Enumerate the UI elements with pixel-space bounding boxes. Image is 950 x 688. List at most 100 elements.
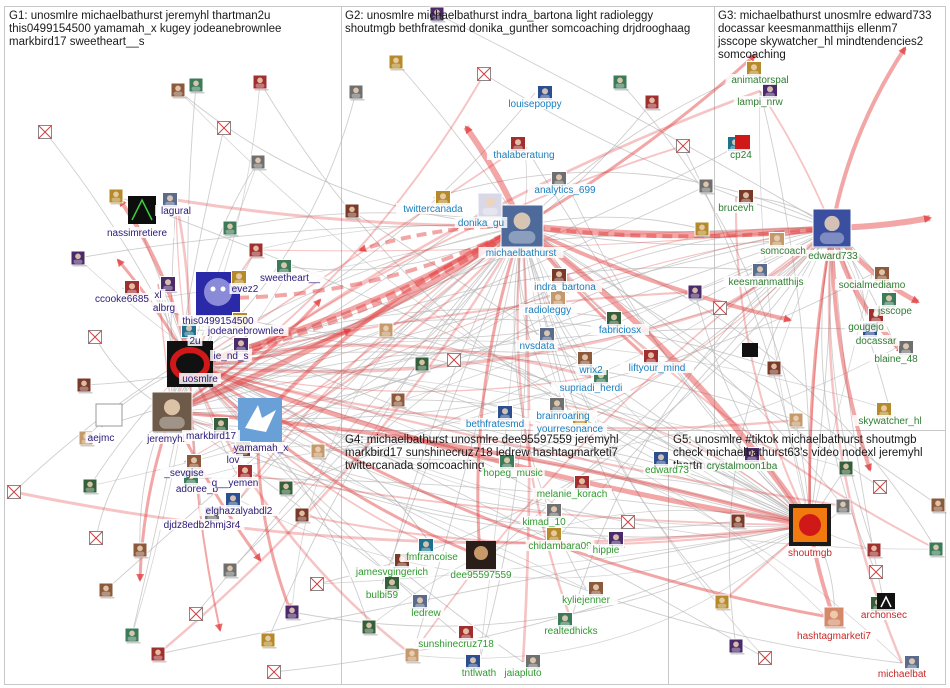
missing-image-node[interactable] (7, 485, 21, 499)
node-avatar[interactable] (108, 188, 125, 205)
missing-image-node[interactable] (89, 531, 103, 545)
node-avatar[interactable] (698, 178, 715, 195)
missing-image-node[interactable] (477, 67, 491, 81)
svg-text:kimad_10: kimad_10 (522, 517, 566, 528)
node-avatar[interactable] (928, 541, 945, 558)
node-label: cp24 (728, 149, 754, 161)
node-avatar[interactable] (250, 154, 267, 171)
node-avatar[interactable] (70, 250, 87, 267)
node-avatar[interactable] (188, 77, 205, 94)
node-label: fmfrancoise (400, 551, 464, 563)
svg-text:aejmc: aejmc (88, 433, 115, 444)
missing-image-node[interactable] (310, 577, 324, 591)
svg-text:jamesvgingerich: jamesvgingerich (355, 567, 428, 578)
node-avatar[interactable] (98, 582, 115, 599)
node-avatar[interactable] (728, 638, 745, 655)
edge (170, 223, 524, 415)
missing-image-node[interactable] (88, 330, 102, 344)
node-aejmc[interactable] (95, 403, 123, 427)
node-avatar[interactable] (132, 542, 149, 559)
node-avatar[interactable] (260, 632, 277, 649)
node-avatar[interactable] (404, 647, 421, 664)
edge (170, 185, 707, 414)
node-avatar[interactable] (222, 220, 239, 237)
svg-text:cp24: cp24 (730, 150, 752, 161)
node-avatar[interactable] (644, 94, 661, 111)
node-label: ie_nd_s (210, 350, 252, 362)
node-avatar[interactable] (574, 475, 592, 493)
node-donika-gu[interactable] (477, 192, 504, 219)
svg-text:xl: xl (154, 290, 161, 301)
node-avatar[interactable] (284, 604, 301, 621)
missing-image-node[interactable] (758, 651, 772, 665)
node-avatar[interactable] (278, 480, 295, 497)
node-avatar[interactable] (687, 284, 704, 301)
edge (808, 227, 833, 543)
node-avatar[interactable] (82, 478, 99, 495)
hub-node-jeremyhl[interactable] (151, 391, 194, 434)
svg-text:q__yemen: q__yemen (212, 478, 259, 489)
node-avatar[interactable] (730, 513, 747, 530)
missing-image-node[interactable] (676, 139, 690, 153)
node-dee95597559[interactable] (466, 541, 496, 571)
node-avatar[interactable] (788, 412, 805, 429)
node-avatar[interactable] (838, 460, 855, 477)
node-avatar[interactable] (344, 203, 361, 220)
node-avatar[interactable] (390, 392, 407, 409)
missing-image-node[interactable] (189, 607, 203, 621)
node-avatar[interactable] (222, 562, 239, 579)
node-avatar[interactable] (124, 627, 141, 644)
hub-node-edward733[interactable] (812, 208, 853, 249)
node-avatar[interactable] (766, 360, 783, 377)
node-avatar[interactable] (388, 54, 405, 71)
node-avatar[interactable] (361, 619, 378, 636)
node-avatar[interactable] (160, 276, 178, 294)
edge (291, 225, 523, 613)
node-avatar[interactable] (714, 594, 731, 611)
hub-node-shoutmgb[interactable] (789, 504, 831, 546)
node-avatar[interactable] (537, 85, 555, 103)
node-hr-badge[interactable] (742, 343, 758, 357)
missing-image-node[interactable] (713, 301, 727, 315)
node-cp24[interactable] (735, 135, 750, 150)
node-avatar[interactable] (252, 74, 269, 91)
node-avatar[interactable] (170, 82, 187, 99)
hub-node-yamamah-x[interactable] (238, 398, 282, 442)
svg-text:hopeg_music: hopeg_music (483, 468, 542, 479)
node-nassimretiere[interactable] (128, 196, 156, 224)
node-avatar[interactable] (429, 6, 446, 23)
node-label: lampi_nrw (733, 96, 787, 108)
node-avatar[interactable] (150, 646, 167, 663)
node-avatar[interactable] (414, 356, 431, 373)
node-avatar[interactable] (612, 74, 629, 91)
edge (189, 364, 592, 393)
hub-node-michaelbathurst[interactable] (500, 204, 545, 249)
node-avatar[interactable] (835, 498, 852, 515)
node-label: nvsdata (516, 340, 558, 352)
node-avatar[interactable] (930, 497, 947, 514)
missing-image-node[interactable] (869, 565, 883, 579)
missing-image-node[interactable] (217, 121, 231, 135)
missing-image-node[interactable] (621, 515, 635, 529)
node-avatar[interactable] (348, 84, 365, 101)
svg-text:albrg: albrg (153, 303, 175, 314)
node-archonsec[interactable] (877, 593, 895, 611)
node-label: animatorspal (725, 74, 795, 86)
missing-image-node[interactable] (873, 480, 887, 494)
missing-image-node[interactable] (38, 125, 52, 139)
edge (381, 224, 524, 585)
node-avatar[interactable] (248, 242, 265, 259)
edge (188, 363, 482, 558)
node-avatar[interactable] (310, 443, 327, 460)
node-hashtagmarketi7[interactable] (823, 606, 846, 629)
edge (569, 227, 833, 419)
edge (478, 225, 523, 663)
node-avatar[interactable] (76, 377, 93, 394)
node-avatar[interactable] (294, 507, 311, 524)
node-avatar[interactable] (866, 542, 883, 559)
missing-image-node[interactable] (447, 353, 461, 367)
node-avatar[interactable] (378, 322, 395, 339)
node-label: q__yemen (211, 477, 259, 489)
missing-image-node[interactable] (267, 665, 281, 679)
node-avatar[interactable] (694, 221, 711, 238)
